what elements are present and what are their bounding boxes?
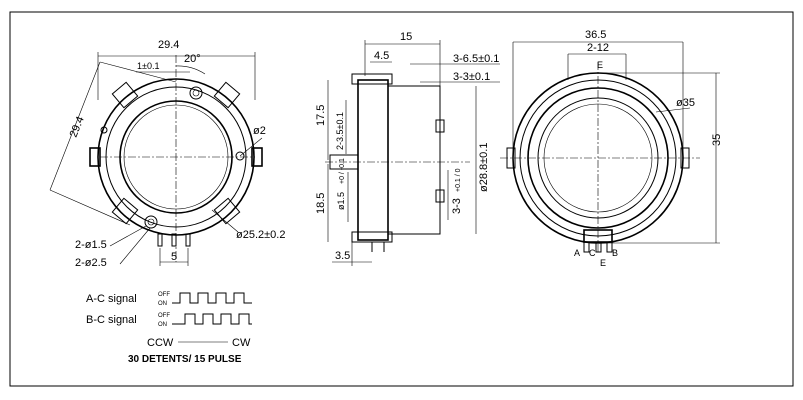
- side-tab-dim: 3-3: [451, 198, 463, 214]
- bc-waveform: [172, 313, 252, 325]
- drawing-border: [9, 11, 794, 387]
- front-ring-dim: ø25.2±0.2: [236, 229, 285, 241]
- front-pin-1: [157, 233, 163, 247]
- front-rim: [105, 86, 247, 228]
- back-label-c: C: [589, 248, 596, 258]
- side-shaft: [329, 154, 359, 170]
- front-lug-tr: [213, 81, 241, 109]
- side-flange-dim: 4.5: [374, 50, 389, 62]
- front-pin-3: [185, 233, 191, 247]
- side-body: [357, 79, 389, 241]
- back-slot-dim: 2-12: [587, 42, 609, 54]
- cw-label: CW: [232, 337, 251, 349]
- back-width-dim: 36.5: [585, 29, 606, 41]
- side-lower-height-dim: 18.5: [315, 193, 327, 214]
- side-top-width-dim: 15: [400, 31, 412, 43]
- bc-on-label: ON: [158, 322, 167, 328]
- front-lug-tl: [111, 81, 139, 109]
- side-slot-a-dim: 3-6.5±0.1: [453, 53, 499, 65]
- back-tab-right: [680, 147, 690, 169]
- back-bore-inner: [543, 103, 653, 213]
- front-hole-dim: ø2: [253, 125, 266, 137]
- ac-waveform: [172, 292, 252, 304]
- side-bore-dia-dim: ø28.8±0.1: [478, 143, 490, 192]
- bc-off-label: OFF: [158, 313, 170, 319]
- front-hole-a-dim: 2-ø1.5: [75, 239, 107, 251]
- bc-signal-label: B-C signal: [86, 314, 137, 326]
- front-offset-dim: 1±0.1: [137, 61, 159, 71]
- front-locating-hole-top-inner: [192, 89, 200, 97]
- side-shaft-tol: +0 / -0.1: [339, 158, 346, 184]
- front-hole-right: [235, 151, 245, 161]
- side-pin-dim: 2-3.5±0.1: [335, 112, 345, 150]
- front-pin-pitch-dim: 5: [171, 251, 177, 263]
- back-tab-left: [506, 147, 516, 169]
- back-height-dim: 35: [711, 134, 723, 146]
- side-tab-tol: +0.1 / 0: [455, 168, 462, 192]
- side-slot-1: [435, 119, 445, 133]
- front-diag-dim-line: [49, 61, 101, 191]
- detent-note: 30 DETENTS/ 15 PULSE: [128, 354, 242, 365]
- back-bore: [537, 97, 659, 219]
- front-angle-dim: 20°: [184, 53, 201, 65]
- front-tab-right: [251, 147, 263, 167]
- ac-on-label: ON: [158, 301, 167, 307]
- back-label-a: A: [574, 248, 580, 258]
- side-slot-2: [435, 189, 445, 203]
- side-base-dim: 3.5: [335, 250, 350, 262]
- side-body-rear: [387, 85, 441, 235]
- front-locating-hole-bottom-inner: [147, 218, 155, 226]
- back-rim: [519, 79, 677, 237]
- front-width-dim: 29.4: [158, 39, 179, 51]
- front-hole-left: [100, 126, 108, 134]
- back-label-b: B: [612, 248, 618, 258]
- front-pin-2: [171, 233, 177, 247]
- back-view: 36.5 2-12 E ø35 35 A C B E: [500, 29, 723, 268]
- side-flange-top: [351, 73, 393, 85]
- signal-diagram: A-C signal B-C signal OFF ON OFF ON CCW …: [86, 292, 252, 365]
- side-slot-b-dim: 3-3±0.1: [453, 71, 490, 83]
- back-label-e-top: E: [597, 60, 603, 70]
- ccw-label: CCW: [147, 337, 174, 349]
- back-ring-dia-dim: ø35: [676, 97, 695, 109]
- front-inner-bore: [123, 104, 229, 210]
- back-inner-ring: [527, 87, 669, 229]
- side-view: 15 4.5 3-6.5±0.1 3-3±0.1 17.5 18.5 2-3.5…: [315, 31, 500, 266]
- ac-signal-label: A-C signal: [86, 293, 137, 305]
- front-tab-left: [89, 147, 101, 167]
- front-inner-ring: [119, 100, 233, 214]
- side-upper-height-dim: 17.5: [315, 105, 327, 126]
- side-shaft-dia-dim: ø1.5: [336, 192, 346, 210]
- front-lug-bl: [111, 197, 139, 225]
- front-locating-hole-top: [189, 86, 203, 100]
- front-locating-hole-bottom: [144, 215, 158, 229]
- front-lug-br: [213, 197, 241, 225]
- front-view: 29.4 29.4 1±0.1 20° ø2 ø25.2±0.2 2-ø1.5 …: [49, 39, 285, 269]
- front-diag-dim: 29.4: [68, 115, 87, 139]
- ac-off-label: OFF: [158, 292, 170, 298]
- back-label-e-bottom: E: [600, 258, 606, 268]
- front-hole-b-dim: 2-ø2.5: [75, 257, 107, 269]
